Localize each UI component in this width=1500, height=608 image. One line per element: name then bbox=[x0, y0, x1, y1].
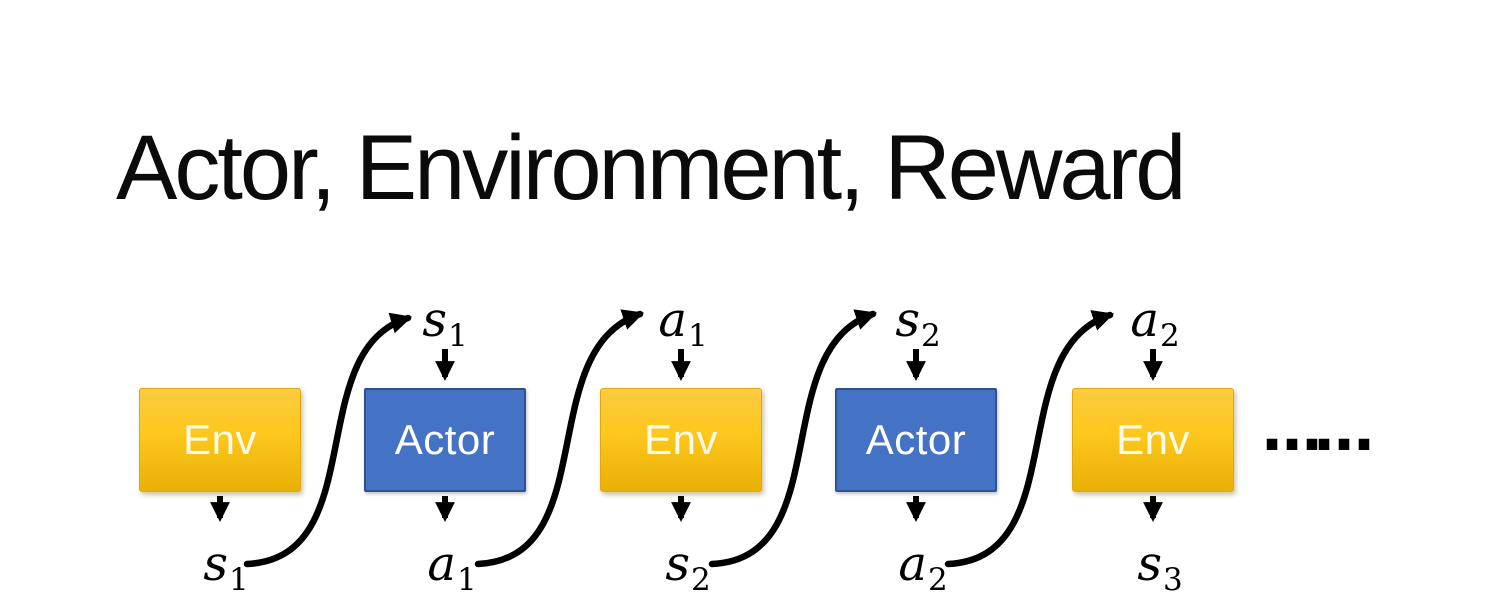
action-label-a1-top: a1 bbox=[658, 296, 707, 352]
state-label-s3-bottom-base: s bbox=[1137, 536, 1162, 592]
state-label-s3-bottom: s3 bbox=[1137, 540, 1182, 596]
state-label-s2-top-sub: 2 bbox=[920, 318, 941, 354]
state-label-s2-top: s2 bbox=[895, 296, 940, 352]
slide-title: Actor, Environment, Reward bbox=[116, 117, 1186, 219]
env-box-1: Env bbox=[139, 388, 301, 492]
action-label-a1-top-sub: 1 bbox=[687, 318, 708, 354]
state-label-s2-bottom-base: s bbox=[665, 536, 690, 592]
env-box-3: Env bbox=[1072, 388, 1234, 492]
actor-box-1: Actor bbox=[364, 388, 526, 492]
action-label-a1-top-base: a bbox=[658, 292, 687, 348]
state-label-s2-top-base: s bbox=[895, 292, 920, 348]
actor-box-2: Actor bbox=[835, 388, 997, 492]
continuation-dots: …… bbox=[1262, 395, 1374, 465]
state-label-s1-bottom: s1 bbox=[203, 540, 248, 596]
action-label-a1-bottom-base: a bbox=[427, 536, 456, 592]
env-box-3-label: Env bbox=[1116, 416, 1190, 463]
action-label-a2-top: a2 bbox=[1130, 296, 1179, 352]
action-label-a2-top-base: a bbox=[1130, 292, 1159, 348]
state-label-s2-bottom-sub: 2 bbox=[690, 562, 711, 598]
state-label-s1-bottom-base: s bbox=[203, 536, 228, 592]
env-box-2-label: Env bbox=[644, 416, 718, 463]
action-label-a2-bottom: a2 bbox=[898, 540, 947, 596]
action-label-a1-bottom: a1 bbox=[427, 540, 476, 596]
state-label-s1-top: s1 bbox=[422, 296, 467, 352]
state-label-s2-bottom: s2 bbox=[665, 540, 710, 596]
action-label-a2-top-sub: 2 bbox=[1159, 318, 1180, 354]
env-box-1-label: Env bbox=[183, 416, 257, 463]
actor-box-2-label: Actor bbox=[865, 416, 967, 463]
action-label-a2-bottom-sub: 2 bbox=[927, 562, 948, 598]
actor-box-1-label: Actor bbox=[394, 416, 496, 463]
state-label-s1-bottom-sub: 1 bbox=[228, 562, 249, 598]
action-label-a1-bottom-sub: 1 bbox=[456, 562, 477, 598]
state-label-s1-top-base: s bbox=[422, 292, 447, 348]
action-label-a2-bottom-base: a bbox=[898, 536, 927, 592]
env-box-2: Env bbox=[600, 388, 762, 492]
state-label-s1-top-sub: 1 bbox=[447, 318, 468, 354]
state-label-s3-bottom-sub: 3 bbox=[1162, 562, 1183, 598]
